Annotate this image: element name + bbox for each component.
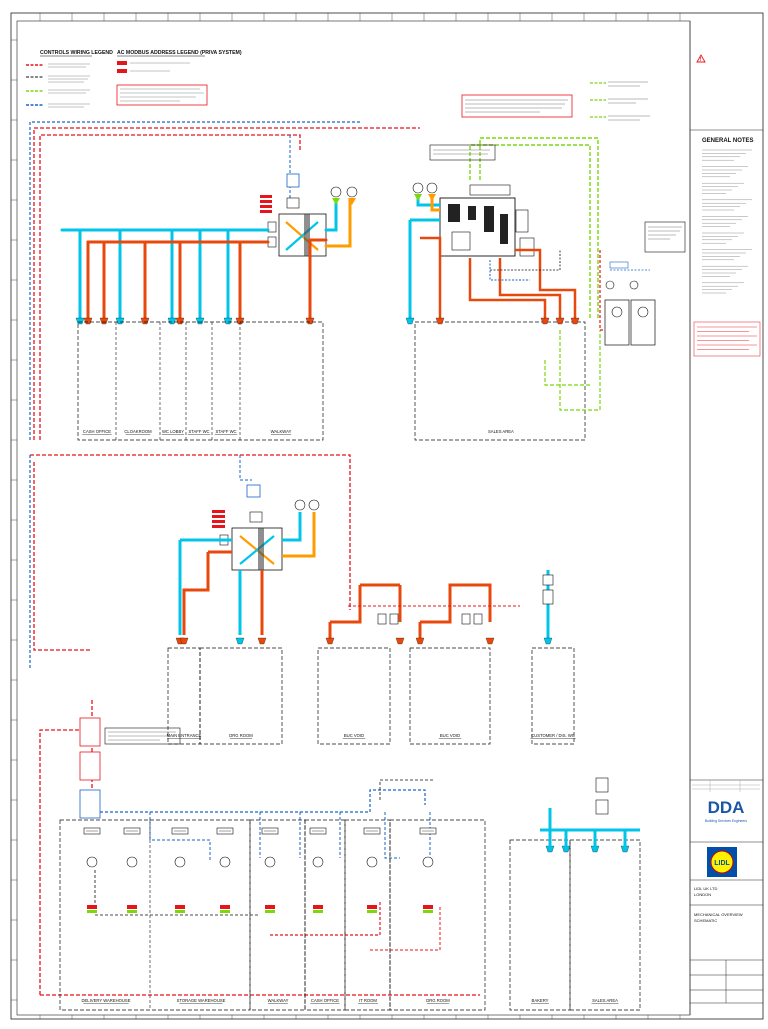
client-name: LIDL UK LTD <box>694 886 717 891</box>
split-unit-3 <box>216 827 234 913</box>
dda-logo: DDA <box>708 798 745 817</box>
diffuser-sales-0 <box>405 317 415 325</box>
diffuser-sales-1 <box>435 317 445 325</box>
room-mid-2: BUC VOID <box>344 733 364 738</box>
room-mid-3: BUC VOID <box>440 733 460 738</box>
split-unit-1 <box>123 827 141 913</box>
diffusers-middle <box>175 637 553 645</box>
room-top-0: CASH OFFICE <box>83 429 111 434</box>
drawing-frame <box>10 12 764 1020</box>
room-top-1: CLOAKROOM <box>124 429 152 434</box>
general-notes-panel: GENERAL NOTES ! <box>690 54 763 357</box>
frame-ruler <box>11 13 681 1019</box>
room-mid-1: DRG ROOM <box>229 733 253 738</box>
outdoor-air-terminals-2 <box>412 182 438 201</box>
outdoor-air-terminals-1 <box>330 186 358 205</box>
room-bottom-3: CASH OFFICE <box>311 998 339 1003</box>
rooms-middle-row: MAIN ENTRANCE DRG ROOM BUC VOID BUC VOID CUS… <box>167 733 576 739</box>
diffuser-sales-3 <box>555 317 565 325</box>
diffuser-mid-2 <box>235 637 245 645</box>
diffuser-top-1 <box>83 317 93 325</box>
note-box-dampers <box>461 94 573 118</box>
diffuser-mid-1 <box>179 637 189 645</box>
split-unit-4 <box>261 827 279 913</box>
diffuser-top-0 <box>75 317 85 325</box>
diffusers-sales <box>405 317 580 325</box>
modbus-address-legend: AC MODBUS ADDRESS LEGEND (PRIVA SYSTEM) <box>116 50 242 106</box>
diffuser-top-4 <box>140 317 150 325</box>
drawing-title-line-1: MECHANICAL OVERVIEW <box>694 912 743 917</box>
room-bottom-2: WALKWAY <box>268 998 289 1003</box>
diffuser-top-7 <box>195 317 205 325</box>
diffuser-sales-4 <box>570 317 580 325</box>
ahu-unit-3 <box>219 527 283 571</box>
split-unit-5 <box>309 827 327 913</box>
drawing-border <box>16 20 691 1016</box>
room-top-3: STAFF WC <box>188 429 209 434</box>
diffusers-top <box>75 317 315 325</box>
condenser-units <box>604 261 656 346</box>
room-bottom-7: SALES AREA <box>592 998 618 1003</box>
diffuser-mid-5 <box>395 637 405 645</box>
room-top-5: WALKWAY <box>271 429 292 434</box>
svg-text:!: ! <box>700 57 702 63</box>
rooms-bottom-row: DELIVERY WAREHOUSE STORAGE WAREHOUSE WALKW… <box>81 998 619 1004</box>
ahu-unit-2 <box>439 184 535 257</box>
diffuser-mid-4 <box>325 637 335 645</box>
ahu-1-sensor <box>286 197 300 209</box>
split-unit-6 <box>363 827 381 913</box>
lidl-logo-text: LIDL <box>714 860 730 867</box>
drawing-title-line-2: SCHEMATIC <box>694 918 717 923</box>
general-notes-title: GENERAL NOTES <box>702 138 754 144</box>
ahu-unit-1 <box>267 213 327 257</box>
title-block: DDA Building Services Engineers LIDL LID… <box>690 779 763 1004</box>
ahu-1-controller <box>286 173 300 188</box>
room-top-4: STAFF WC <box>215 429 236 434</box>
extract-fans-buc <box>377 574 554 625</box>
split-ac-indoor-units <box>83 827 630 913</box>
diffuser-top-6 <box>175 317 185 325</box>
diffuser-top-2 <box>99 317 109 325</box>
room-bottom-4: IT ROOM <box>359 998 377 1003</box>
modbus-legend-title: AC MODBUS ADDRESS LEGEND (PRIVA SYSTEM) <box>117 50 242 56</box>
room-sales-area-top: SALES AREA <box>488 429 514 434</box>
room-bottom-6: BAKERY <box>532 998 549 1003</box>
ahu-3-controller <box>246 484 261 498</box>
outdoor-air-terminals-3 <box>294 499 320 511</box>
bakery-supply <box>540 777 640 848</box>
dda-logo-subtitle: Building Services Engineers <box>705 819 748 823</box>
diffuser-top-10 <box>305 317 315 325</box>
room-mid-0: MAIN ENTRANCE <box>167 733 202 738</box>
room-bottom-1: STORAGE WAREHOUSE <box>177 998 226 1003</box>
diffuser-top-8 <box>223 317 233 325</box>
diffuser-top-5 <box>167 317 177 325</box>
room-bottom-5: DRG ROOM <box>426 998 450 1003</box>
room-top-2: WC LOBBY <box>162 429 184 434</box>
modbus-address-tags-3 <box>212 510 225 528</box>
diffuser-mid-7 <box>485 637 495 645</box>
diffuser-sales-2 <box>540 317 550 325</box>
diffuser-mid-3 <box>257 637 267 645</box>
diffuser-mid-6 <box>415 637 425 645</box>
controls-wiring-legend: CONTROLS WIRING LEGEND <box>26 50 113 108</box>
controls-panels <box>79 717 101 819</box>
split-unit-7 <box>419 827 437 913</box>
diffuser-mid-8 <box>543 637 553 645</box>
room-bottom-0: DELIVERY WAREHOUSE <box>81 998 130 1003</box>
room-mid-4: CUSTOMER / DIS. WC <box>531 733 575 738</box>
controls-legend-title: CONTROLS WIRING LEGEND <box>40 50 113 56</box>
rooms-top-row: CASH OFFICE CLOAKROOM WC LOBBY STAFF WC STAF… <box>82 429 292 435</box>
diffuser-top-3 <box>115 317 125 325</box>
split-unit-2 <box>171 827 189 913</box>
split-unit-0 <box>83 827 101 913</box>
modbus-address-tags-1 <box>260 195 272 213</box>
client-city: LONDON <box>694 892 711 897</box>
